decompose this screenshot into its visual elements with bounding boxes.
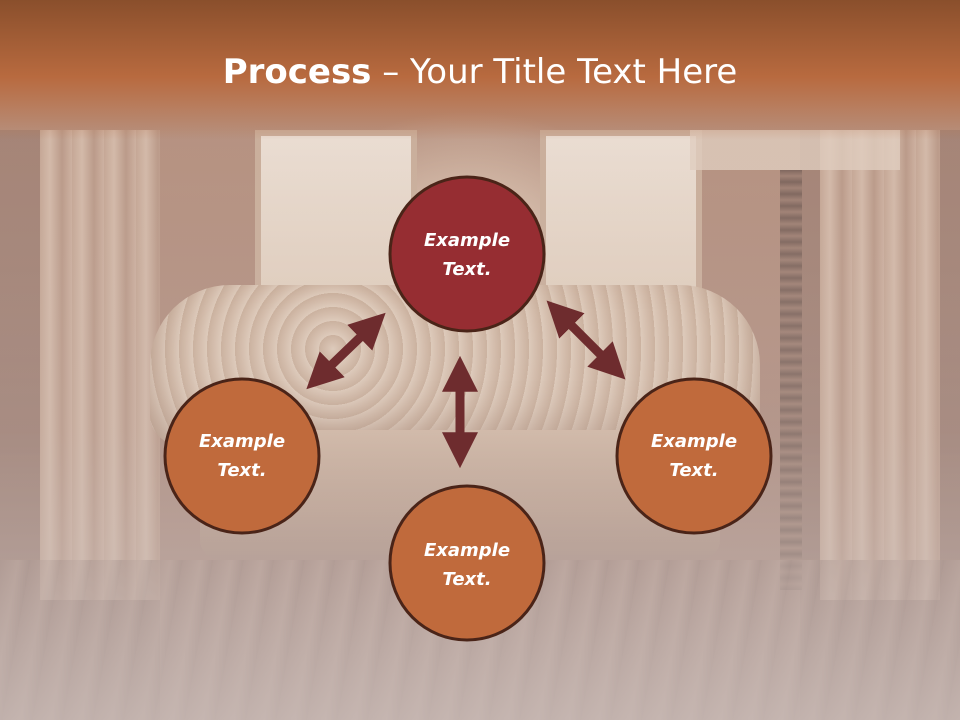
node-top-line2: Text.: [442, 259, 491, 280]
node-bottom-line1: Example: [424, 540, 510, 561]
title-bar: [0, 0, 960, 140]
node-left: Example Text.: [163, 377, 321, 535]
slide-title: Process – Your Title Text Here: [0, 52, 960, 92]
node-left-line2: Text.: [217, 460, 266, 481]
node-top: Example Text.: [388, 175, 546, 333]
title-bold: Process: [222, 52, 372, 92]
node-right: Example Text.: [615, 377, 773, 535]
node-right-line1: Example: [651, 431, 737, 452]
node-right-line2: Text.: [669, 460, 718, 481]
node-bottom: Example Text.: [388, 484, 546, 642]
node-left-line1: Example: [199, 431, 285, 452]
node-bottom-line2: Text.: [442, 569, 491, 590]
title-rest: – Your Title Text Here: [371, 52, 738, 92]
node-top-line1: Example: [424, 230, 510, 251]
arrow-top-left: [306, 312, 386, 390]
arrow-top-right: [546, 300, 626, 380]
